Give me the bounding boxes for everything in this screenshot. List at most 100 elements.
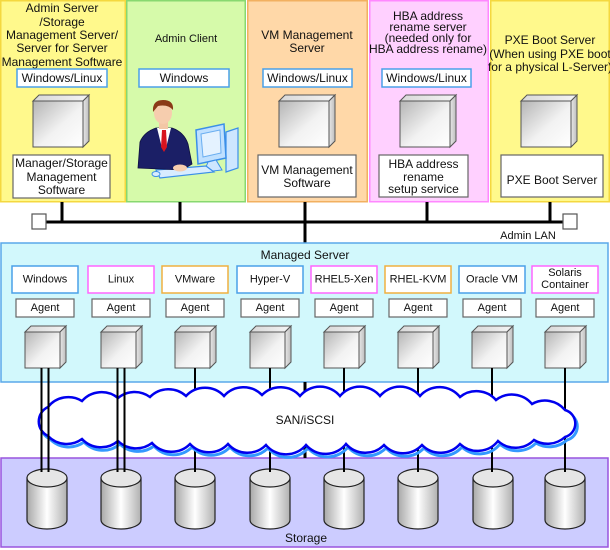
server-front-face (397, 331, 434, 369)
panel-title-line: for a physical L-Server) (488, 60, 610, 74)
storage-area: Storage (0, 457, 609, 548)
server-side-face (284, 324, 292, 370)
panel-title-line: PXE Boot Server (505, 33, 596, 47)
os-box (236, 265, 304, 294)
computer-tower (225, 127, 239, 173)
lan-terminator-left (31, 213, 47, 230)
server-top-face (543, 325, 588, 333)
software-box (500, 154, 604, 198)
managed-server-area: Managed Server WindowsAgentLinuxAgentVMw… (0, 242, 609, 383)
server-side-face (209, 324, 217, 370)
server-side-face (328, 93, 336, 149)
agent-box (388, 298, 448, 318)
disk-body (472, 477, 514, 530)
os-label: Windows (160, 71, 209, 85)
server-icon (322, 324, 367, 370)
disk-body (323, 477, 365, 530)
storage-label: Storage (285, 531, 327, 545)
os-label: RHEL-KVM (390, 274, 447, 286)
server-icon (396, 324, 441, 370)
software-box (378, 154, 469, 198)
server-top-face (277, 94, 337, 102)
os-box (16, 68, 108, 88)
server-side-face (570, 93, 578, 149)
server-top-face (398, 94, 458, 102)
managed-server-rhel-kvm: RHEL-KVM Agent (384, 265, 452, 370)
panel-title-line: (needed only for (385, 31, 472, 45)
agent-box (165, 298, 225, 318)
server-front-face (544, 331, 581, 369)
server-side-face (506, 324, 514, 370)
admin-lan-network: Admin LAN (31, 202, 578, 243)
server-side-face (432, 324, 440, 370)
server-front-face (249, 331, 286, 369)
panel-title-line: (When using PXE boot (489, 47, 610, 61)
agent-box (314, 298, 374, 318)
agent-label: Agent (404, 302, 433, 314)
server-top-face (248, 325, 293, 333)
user-at-computer-icon (137, 100, 239, 179)
panel-title-line: HBA address rename) (369, 42, 487, 56)
person-hair (152, 100, 174, 112)
disk-top (26, 468, 68, 488)
disk-icon (323, 468, 365, 530)
panel-title-line: Admin Server (26, 1, 99, 15)
panel-title-line: rename server (389, 20, 466, 34)
disk-body (100, 477, 142, 530)
san-label: SAN/iSCSI (276, 413, 335, 427)
server-top-face (99, 325, 144, 333)
os-box (161, 265, 229, 294)
server-icon (31, 93, 91, 149)
managed-server-title: Managed Server (261, 248, 350, 262)
panel-title-line: Server for Server (16, 41, 107, 55)
os-box (11, 265, 79, 294)
server-icon (519, 93, 579, 149)
server-side-face (358, 324, 366, 370)
san-cloud-outline (37, 385, 577, 456)
agent-box (240, 298, 300, 318)
disk-body (397, 477, 439, 530)
os-label: Windows/Linux (22, 71, 103, 85)
software-label-line: PXE Boot Server (507, 173, 598, 187)
storage-disks (26, 468, 586, 530)
software-label-line: rename (403, 170, 444, 184)
server-side-face (579, 324, 587, 370)
panel-title-line: Management Server/ (6, 28, 119, 42)
person-neck (159, 120, 168, 129)
agent-label: Agent (256, 302, 285, 314)
server-front-face (520, 100, 572, 148)
disk-body (544, 477, 586, 530)
software-label-line: Manager/Storage (15, 156, 108, 170)
disk-body (174, 477, 216, 530)
os-box (262, 68, 353, 88)
san-cloud: SAN/iSCSI (37, 385, 579, 459)
os-label: Container (541, 279, 589, 291)
server-top-face (470, 325, 515, 333)
server-front-face (174, 331, 211, 369)
disk-icon (397, 468, 439, 530)
agent-box (15, 298, 75, 318)
server-icon (248, 324, 293, 370)
person-face (154, 102, 172, 124)
os-box (458, 265, 526, 294)
server-front-face (24, 331, 61, 369)
disk-top (100, 468, 142, 488)
disk-icon (26, 468, 68, 530)
os-box (87, 265, 155, 294)
agent-label: Agent (107, 302, 136, 314)
panel-title-line: Management Software (2, 55, 123, 69)
server-icon (470, 324, 515, 370)
os-label: RHEL5-Xen (315, 274, 374, 286)
server-top-face (396, 325, 441, 333)
